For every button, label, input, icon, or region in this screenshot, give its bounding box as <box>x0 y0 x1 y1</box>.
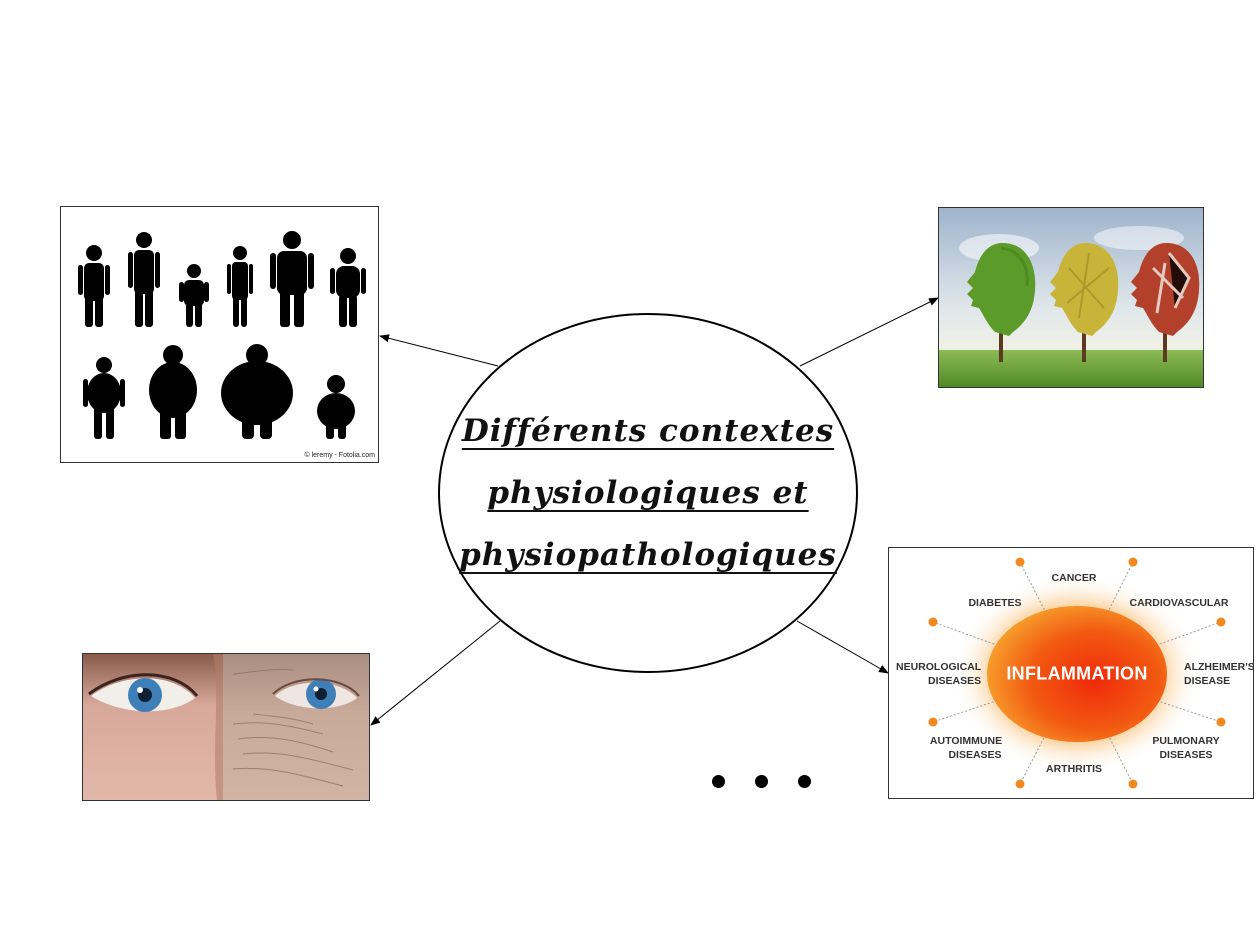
ellipsis-dot <box>712 775 725 788</box>
center-title: Différents contextes physiologiques et p… <box>438 313 858 673</box>
tree-head-yellow-icon <box>1050 242 1119 362</box>
label-arthritis: ARTHRITIS <box>1046 763 1102 775</box>
inflammation-panel: INFLAMMATION CANCER DIABETES CARDIOVASCU… <box>888 547 1254 799</box>
label-diabetes: DIABETES <box>968 597 1022 609</box>
spoke-dots <box>928 557 1226 789</box>
arrow-to-body-types <box>379 334 499 367</box>
person-icon <box>270 231 314 327</box>
tree-head-green-icon <box>967 242 1036 362</box>
photo-credit: © leremy - Fotolia.com <box>304 452 375 459</box>
label-cancer: CANCER <box>1051 572 1097 584</box>
label-cardiovascular: CARDIOVASCULAR <box>1129 597 1229 609</box>
center-title-line-3: physiopathologiques <box>459 537 837 573</box>
person-icon <box>221 344 293 439</box>
person-icon <box>227 246 253 327</box>
person-icon <box>149 345 197 439</box>
body-types-icon <box>78 231 366 439</box>
person-icon <box>78 245 110 327</box>
tree-heads-icon <box>939 208 1203 387</box>
inflammation-title: INFLAMMATION <box>1006 663 1148 684</box>
inflammation-core <box>987 606 1167 742</box>
person-icon <box>179 264 209 327</box>
label-autoimmune: AUTOIMMUNE DISEASES <box>929 735 1003 761</box>
ellipsis-dot <box>755 775 768 788</box>
brain-aging-panel <box>938 207 1204 388</box>
young-eye-icon <box>88 673 199 712</box>
arrow-to-inflammation <box>796 620 889 674</box>
inflammation-diagram <box>928 557 1226 789</box>
ellipsis-dot <box>798 775 811 788</box>
person-icon <box>83 357 125 439</box>
skin-aging-panel <box>82 653 370 801</box>
arrow-to-skin-aging <box>370 620 501 726</box>
body-types-panel: © leremy - Fotolia.com <box>60 206 379 463</box>
person-icon <box>330 248 366 327</box>
person-icon <box>128 232 160 327</box>
center-title-line-2: physiologiques et <box>487 475 809 511</box>
old-eye-icon <box>232 669 360 787</box>
person-icon <box>317 375 355 439</box>
label-alzheimers: ALZHEIMER'S DISEASE <box>1184 661 1254 687</box>
tree-head-red-icon <box>1131 242 1200 362</box>
label-neurological: NEUROLOGICAL DISEASES <box>896 661 982 687</box>
arrow-to-brain-aging <box>799 297 939 367</box>
center-ellipse <box>438 313 858 673</box>
label-pulmonary: PULMONARY DISEASES <box>1152 735 1220 761</box>
ellipsis-dots <box>712 775 811 788</box>
eyes-aging-icon <box>83 654 369 800</box>
center-title-line-1: Différents contextes <box>461 413 835 449</box>
